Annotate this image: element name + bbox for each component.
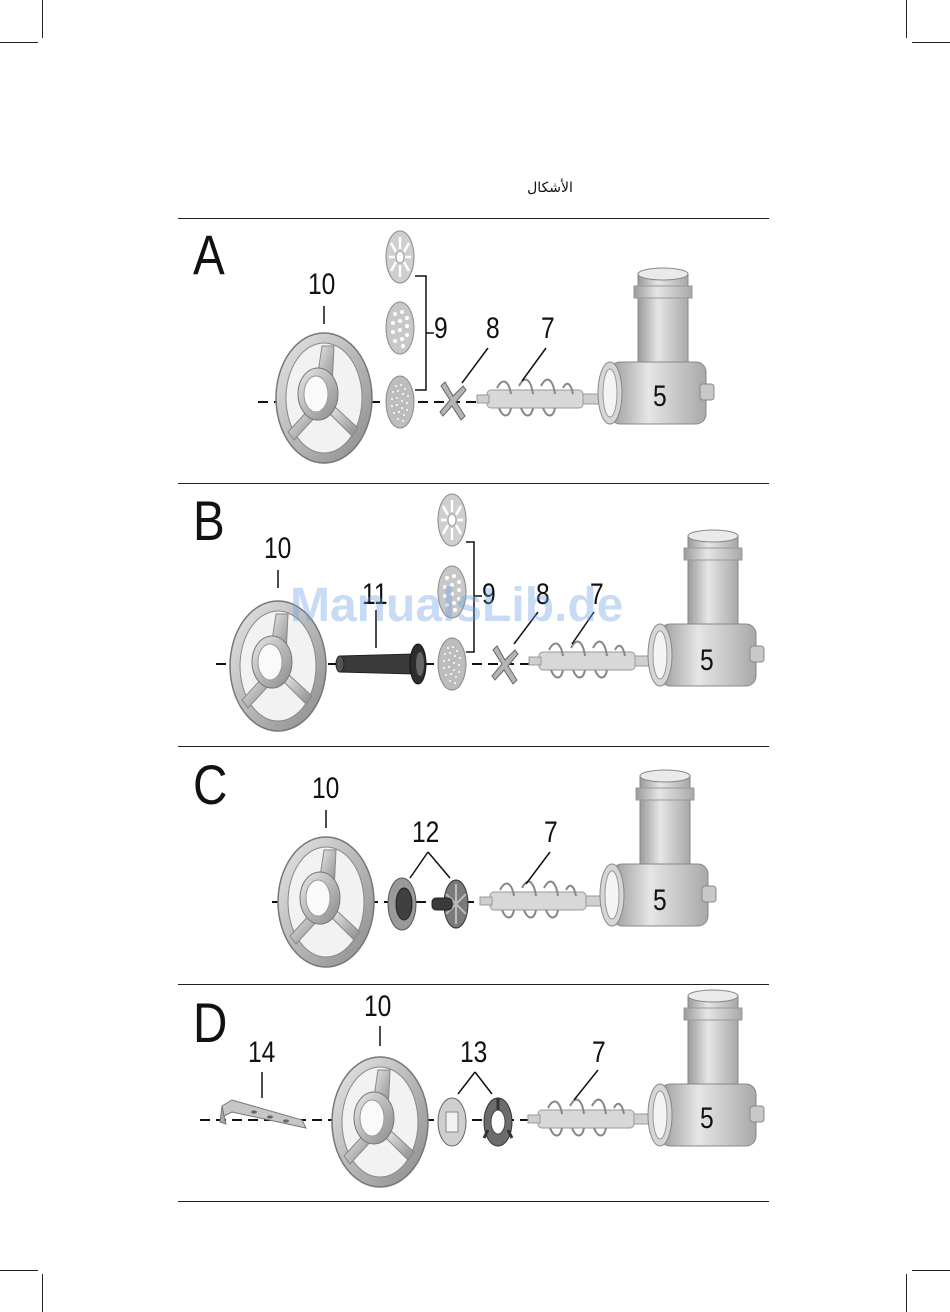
- sausage-tube: [336, 644, 426, 684]
- ring-nut: [332, 1057, 428, 1187]
- label-spacer-bar: 14: [248, 1036, 275, 1070]
- label-worm: 7: [541, 312, 555, 346]
- panel-b-letter: B: [193, 488, 225, 553]
- worm-screw: [529, 642, 661, 678]
- kebbe-cone: [388, 878, 416, 930]
- label-ring-nut: 10: [308, 268, 335, 302]
- panel-d-letter: D: [193, 990, 227, 1055]
- panel-d-diagram: [200, 990, 764, 1187]
- label-worm: 7: [544, 816, 558, 850]
- label-blade: 8: [486, 312, 500, 346]
- disc-coarse-holes: [386, 231, 414, 283]
- ring-nut: [276, 333, 372, 463]
- watermark: ManualsLib.de: [290, 578, 623, 633]
- sausage-plate: [438, 1098, 466, 1146]
- panel-c-letter: C: [193, 752, 227, 817]
- disc-coarse-holes: [438, 494, 466, 546]
- disc-fine-holes: [438, 638, 466, 690]
- label-ring-nut: 10: [312, 772, 339, 806]
- label-kebbe-parts: 12: [412, 816, 439, 850]
- label-ring-nut: 10: [264, 532, 291, 566]
- disc-medium-holes: [386, 302, 414, 354]
- label-housing: 5: [653, 884, 667, 918]
- panel-a-diagram: [258, 231, 714, 463]
- worm-screw: [528, 1100, 660, 1136]
- kebbe-former: [432, 880, 468, 928]
- label-housing: 5: [700, 1102, 714, 1136]
- panel-a-letter: A: [193, 222, 225, 287]
- sausage-star: [484, 1098, 512, 1146]
- worm-screw: [480, 882, 612, 918]
- label-housing: 5: [653, 380, 667, 414]
- disc-fine-holes: [386, 376, 414, 428]
- worm-screw: [477, 380, 609, 416]
- label-ring-nut: 10: [364, 990, 391, 1024]
- label-worm: 7: [592, 1036, 606, 1070]
- label-housing: 5: [700, 644, 714, 678]
- label-discs: 9: [434, 312, 448, 346]
- spacer-bar: [220, 1100, 306, 1128]
- ring-nut: [278, 837, 374, 967]
- label-sausage-parts: 13: [460, 1036, 487, 1070]
